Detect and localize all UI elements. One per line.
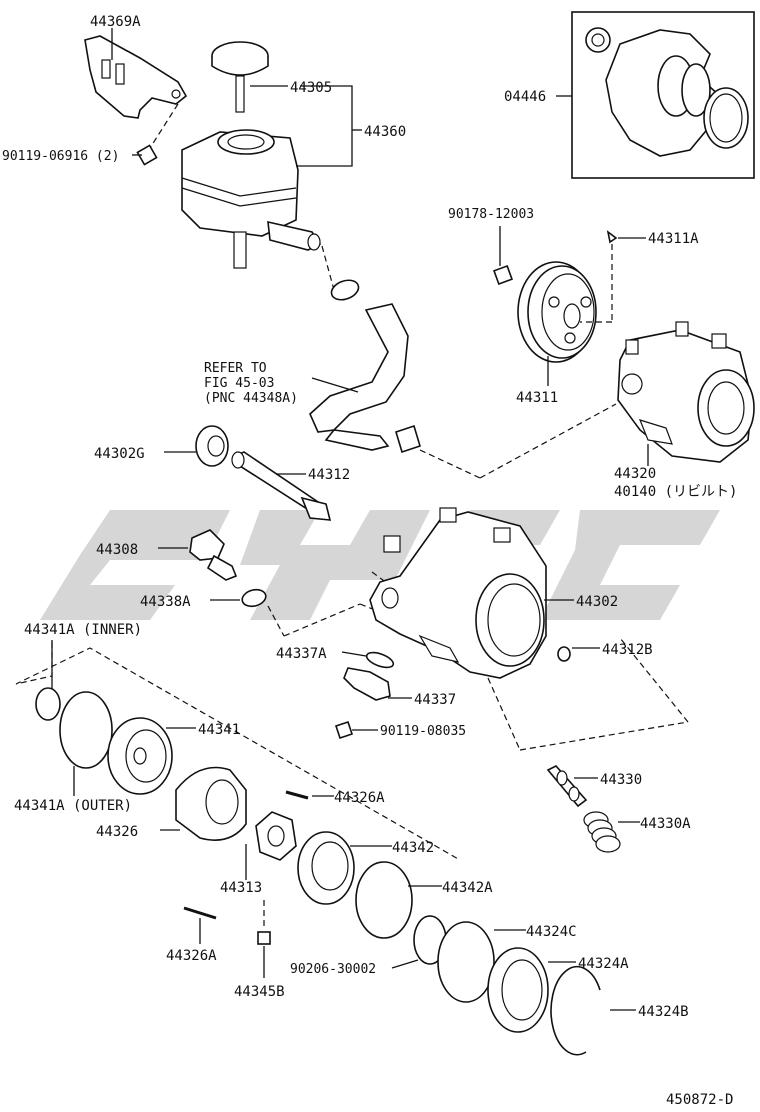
label-44324C: 44324C (526, 924, 577, 940)
label-44341A-inner: 44341A (INNER) (24, 622, 142, 638)
bracket-44369A (84, 35, 188, 119)
refer-note-line1: REFER TO (204, 361, 267, 376)
label-44326A-bottom: 44326A (166, 948, 217, 964)
oring-44341A-inner (35, 687, 61, 721)
label-44324B: 44324B (638, 1004, 689, 1020)
diagram-code: 450872-D (666, 1092, 733, 1108)
pulley-44311 (517, 261, 597, 363)
label-44311: 44311 (516, 390, 558, 406)
vane-44326A-bottom (183, 906, 217, 920)
cam-ring-44326 (175, 766, 247, 841)
pump-assembly-44320 (617, 321, 755, 463)
label-44341: 44341 (198, 722, 240, 738)
refer-note-line3: (PNC 44348A) (204, 391, 298, 406)
label-44312B: 44312B (602, 642, 653, 658)
refer-note-line2: FIG 45-03 (204, 376, 274, 391)
label-44338A: 44338A (140, 594, 191, 610)
label-90119-08035: 90119-08035 (380, 724, 466, 739)
key-44311A (606, 230, 618, 244)
label-44330: 44330 (600, 772, 642, 788)
label-44369A: 44369A (90, 14, 141, 30)
valve-44330 (546, 765, 588, 808)
snapring-44324B (550, 965, 601, 1056)
label-44308: 44308 (96, 542, 138, 558)
cap-44305 (211, 41, 269, 113)
label-90178-12003: 90178-12003 (448, 207, 534, 222)
bearing-44302G (195, 425, 229, 467)
label-44360: 44360 (364, 124, 406, 140)
nut-90178-12003 (493, 265, 513, 285)
hose-clamp-top (330, 279, 360, 301)
label-90119-06916: 90119-06916 (2) (2, 149, 119, 164)
label-44345B: 44345B (234, 984, 285, 1000)
oring-44324C (437, 921, 495, 1003)
hose-clamp-bottom (395, 424, 421, 454)
label-44305: 44305 (290, 80, 332, 96)
label-44342: 44342 (392, 840, 434, 856)
label-44337A: 44337A (276, 646, 327, 662)
spring-44330A (583, 811, 621, 853)
plate-44341 (107, 717, 173, 795)
label-44311A: 44311A (648, 231, 699, 247)
label-90206-30002: 90206-30002 (290, 962, 376, 977)
label-44312: 44312 (308, 467, 350, 483)
label-44326A-top: 44326A (334, 790, 385, 806)
oring-44342A (355, 861, 413, 939)
label-44302G: 44302G (94, 446, 145, 462)
return-hose (309, 303, 409, 451)
label-44313: 44313 (220, 880, 262, 896)
rotor-44313 (255, 811, 297, 861)
label-44320: 44320 (614, 466, 656, 482)
fitting-44308 (189, 529, 238, 581)
label-44302: 44302 (576, 594, 618, 610)
label-44324A: 44324A (578, 956, 629, 972)
label-44337: 44337 (414, 692, 456, 708)
housing-44302 (369, 507, 547, 679)
snapring-44312B (557, 646, 571, 662)
oring-44337A (365, 651, 395, 669)
vane-44326A-top (285, 790, 309, 800)
oring-44341A-outer (59, 691, 113, 769)
label-44341A-outer: 44341A (OUTER) (14, 798, 132, 814)
shaft-44312 (231, 451, 332, 521)
kit-box-04446 (571, 11, 755, 179)
reservoir-44360 (181, 129, 322, 269)
label-44342A: 44342A (442, 880, 493, 896)
pin-44345B (257, 931, 271, 945)
label-44330A: 44330A (640, 816, 691, 832)
cover-44324A (487, 947, 549, 1033)
plate-44342 (297, 831, 355, 905)
label-44326: 44326 (96, 824, 138, 840)
connector-44337 (343, 667, 391, 701)
label-04446: 04446 (504, 89, 546, 105)
bolt-90119-08035 (334, 720, 354, 740)
oring-44338A (241, 588, 267, 608)
label-40140: 40140 (リビルト) (614, 484, 737, 500)
bolt-90119-06916 (136, 144, 158, 166)
